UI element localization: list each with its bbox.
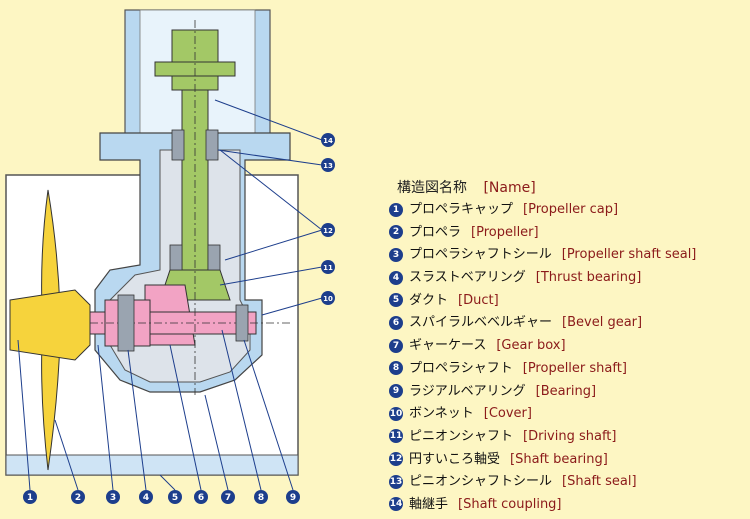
svg-text:3: 3 (110, 493, 116, 503)
legend-item: 13 ピニオンシャフトシール [Shaft seal] (389, 471, 696, 494)
legend-item: 1 プロペラキャップ [Propeller cap] (389, 199, 696, 222)
legend-item-en: [Shaft coupling] (458, 496, 562, 512)
shaft-bearing-lower-r (207, 244, 221, 271)
svg-text:8: 8 (258, 493, 264, 503)
legend-item-jp: ピニオンシャフト (409, 428, 514, 444)
legend-item: 6 スパイラルベベルギャー [Bevel gear] (389, 312, 696, 335)
legend-item: 12 円すいころ軸受 [Shaft bearing] (389, 449, 696, 472)
legend-number-marker: 5 (389, 293, 403, 308)
legend-item: 5 ダクト [Duct] (389, 290, 696, 313)
duct-bottom-band (5, 454, 299, 476)
legend-item-jp: 軸継手 (409, 496, 449, 512)
legend-item-jp: プロペラシャフトシール (409, 247, 552, 263)
legend-item-jp: ギャーケース (409, 338, 487, 354)
legend-item: 2 プロペラ [Propeller] (389, 222, 696, 245)
legend-item-en: [Cover] (483, 406, 532, 422)
legend-item-jp: ピニオンシャフトシール (409, 474, 553, 490)
svg-text:2: 2 (75, 493, 81, 503)
legend-item-jp: ボンネット (409, 406, 474, 422)
svg-text:1: 1 (27, 493, 33, 503)
callout-markers: 1 2 3 4 5 6 7 8 9 10 11 12 13 14 (23, 133, 335, 504)
legend-number-marker: 11 (389, 429, 403, 444)
legend-item-jp: ダクト (409, 292, 449, 308)
legend-item: 8 プロペラシャフト [Propeller shaft] (389, 358, 696, 381)
legend-number-marker: 13 (389, 474, 403, 489)
legend-item-jp: プロペラシャフト (409, 360, 513, 376)
svg-text:10: 10 (323, 295, 333, 303)
svg-text:6: 6 (198, 493, 204, 503)
propeller-hub (9, 289, 91, 361)
legend-item-jp: 円すいころ軸受 (409, 451, 501, 467)
svg-text:9: 9 (290, 493, 296, 503)
legend-number-marker: 8 (389, 361, 403, 376)
legend-item-jp: スラストベアリング (409, 270, 526, 286)
legend-number-marker: 12 (389, 452, 403, 467)
legend-item-en: [Bevel gear] (562, 315, 643, 331)
legend-item-jp: ラジアルベアリング (409, 383, 526, 399)
legend-number-marker: 6 (389, 315, 403, 330)
legend-item-en: [Thrust bearing] (535, 270, 642, 286)
legend-item-en: [Shaft bearing] (510, 451, 608, 467)
svg-text:5: 5 (172, 493, 178, 503)
shaft-bearing-upper-r (205, 129, 219, 161)
legend-item-jp: スパイラルベベルギャー (409, 315, 553, 331)
legend-list: 1 プロペラキャップ [Propeller cap] 2 プロペラ [Propeller]… (389, 199, 696, 517)
legend-item-en: [Duct] (458, 292, 499, 308)
shaft-bearing-upper (171, 129, 185, 161)
svg-text:11: 11 (323, 264, 333, 272)
thrust-bearing (117, 294, 135, 352)
svg-text:13: 13 (323, 162, 333, 170)
legend-item: 7 ギャーケース [Gear box] (389, 335, 696, 358)
legend-item: 4 スラストベアリング [Thrust bearing] (389, 267, 696, 290)
leader-lines (17, 99, 323, 491)
legend-title-en: [Name] (483, 180, 536, 196)
legend-title: 構造図名称 [Name] (397, 177, 696, 199)
legend-number-marker: 10 (389, 406, 403, 421)
parts-legend: 構造図名称 [Name] 1 プロペラキャップ [Propeller cap] 2 プロ… (389, 177, 696, 517)
legend-title-jp: 構造図名称 (397, 180, 467, 196)
legend-item-en: [Shaft seal] (562, 474, 637, 490)
legend-item-en: [Propeller] (471, 224, 539, 240)
legend-item: 10 ボンネット [Cover] (389, 403, 696, 426)
legend-item-en: [Propeller shaft seal] (561, 247, 697, 263)
svg-text:12: 12 (323, 227, 333, 235)
legend-item: 11 ピニオンシャフト [Driving shaft] (389, 426, 696, 449)
svg-text:14: 14 (323, 137, 333, 145)
legend-number-marker: 1 (389, 202, 403, 217)
cross-section-diagram: 1 2 3 4 5 6 7 8 9 10 11 12 13 14 (5, 9, 335, 504)
svg-text:4: 4 (143, 493, 149, 503)
legend-number-marker: 7 (389, 338, 403, 353)
legend-number-marker: 14 (389, 497, 403, 512)
legend-item-en: [Propeller cap] (523, 202, 619, 217)
legend-item: 9 ラジアルベアリング [Bearing] (389, 381, 696, 404)
radial-bearing (235, 304, 249, 342)
legend-item: 14 軸継手 [Shaft coupling] (389, 494, 696, 517)
legend-item-jp: プロペラキャップ (409, 202, 514, 217)
legend-item-jp: プロペラ (409, 224, 462, 240)
legend-item-en: [Bearing] (535, 383, 597, 399)
legend-item-en: [Gear box] (496, 338, 566, 354)
legend-item: 3 プロペラシャフトシール [Propeller shaft seal] (389, 244, 696, 267)
legend-item-en: [Driving shaft] (523, 428, 617, 444)
legend-number-marker: 2 (389, 225, 403, 240)
shaft-bearing-lower (169, 244, 183, 271)
legend-number-marker: 4 (389, 270, 403, 285)
legend-number-marker: 9 (389, 384, 403, 398)
svg-text:7: 7 (225, 493, 231, 503)
legend-item-en: [Propeller shaft] (522, 360, 627, 376)
legend-number-marker: 3 (389, 247, 403, 262)
